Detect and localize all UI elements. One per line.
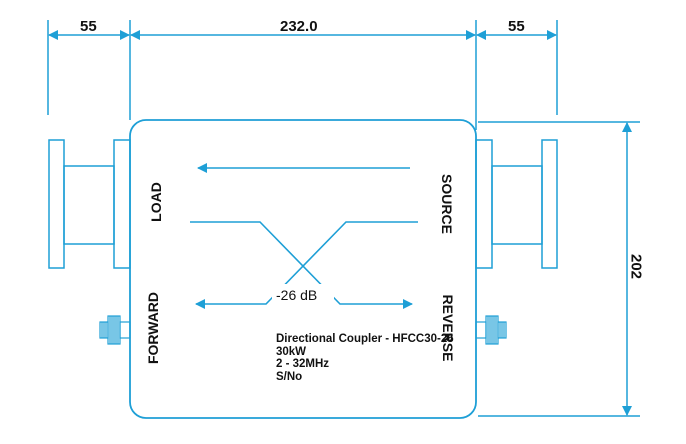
nameplate-frequency: 2 - 32MHz — [276, 358, 330, 370]
right-flange — [475, 139, 558, 269]
nameplate-power: 30kW — [276, 345, 307, 358]
port-source: SOURCE — [439, 174, 455, 234]
port-load: LOAD — [148, 182, 164, 222]
dimension-arrows — [48, 30, 632, 416]
nameplate-model: Directional Coupler - HFCC30-26 — [276, 333, 454, 345]
dim-body-width: 232.0 — [280, 18, 318, 35]
nameplate-serial: S/No — [276, 370, 303, 383]
reverse-connector — [475, 315, 507, 345]
signal-paths — [190, 163, 418, 309]
dim-height: 202 — [627, 253, 645, 280]
port-forward: FORWARD — [145, 291, 161, 365]
left-flange — [48, 139, 131, 269]
coupler-body — [129, 119, 477, 419]
dim-left-flange: 55 — [80, 18, 97, 35]
forward-connector — [99, 315, 131, 345]
dim-right-flange: 55 — [508, 18, 525, 35]
coupling-value: -26 dB — [276, 287, 318, 303]
nameplate: Directional Coupler - HFCC30-26 30kW 2 -… — [276, 333, 454, 383]
